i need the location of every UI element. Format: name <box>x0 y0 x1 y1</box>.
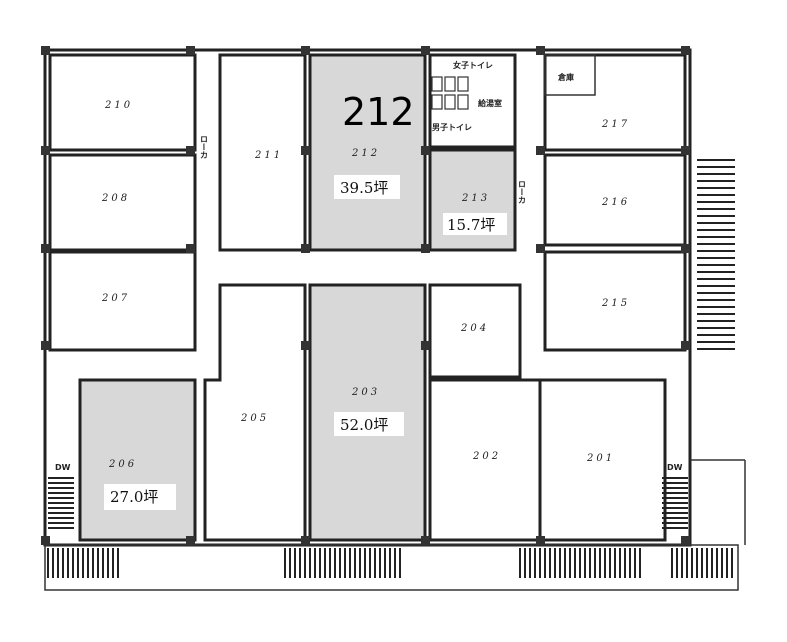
column <box>681 341 690 350</box>
room-204[interactable]: 204 <box>428 283 522 379</box>
column <box>186 536 195 545</box>
column <box>536 244 545 253</box>
dw-label-left: DW <box>55 463 71 472</box>
column <box>536 146 545 155</box>
room-number: 215 <box>601 298 630 309</box>
column <box>186 244 195 253</box>
room-number: 212 <box>351 148 380 159</box>
room-number: 201 <box>586 453 615 464</box>
corridor-label-right: ローカ <box>518 180 527 204</box>
room-215[interactable]: 215 <box>543 250 687 352</box>
room-206[interactable]: 206 27.0坪 <box>78 378 197 542</box>
room-number: 213 <box>461 193 490 204</box>
column <box>186 46 195 55</box>
room-number: 208 <box>101 193 130 204</box>
room-area: 52.0坪 <box>340 416 388 434</box>
room-210[interactable]: 210 <box>48 53 197 152</box>
womens-toilet-label: 女子トイレ <box>453 60 493 70</box>
room-number: 203 <box>351 387 380 398</box>
column <box>681 244 690 253</box>
room-201[interactable]: 201 <box>538 378 667 542</box>
room-217[interactable]: 倉庫 217 <box>543 53 687 152</box>
room-number: 206 <box>108 459 137 470</box>
column <box>301 536 310 545</box>
balcony-outline <box>44 544 739 591</box>
column <box>301 46 310 55</box>
column <box>41 341 50 350</box>
room-number: 216 <box>601 197 630 208</box>
storage-room <box>544 54 596 96</box>
column <box>41 536 50 545</box>
room-number: 205 <box>240 413 269 424</box>
stairs-icon <box>47 159 735 578</box>
storage-label: 倉庫 <box>557 72 574 82</box>
room-number: 204 <box>460 323 489 334</box>
column <box>421 341 430 350</box>
column <box>301 146 310 155</box>
column <box>301 341 310 350</box>
column <box>421 536 430 545</box>
kitchenette-label: 給湯室 <box>478 98 502 108</box>
room-area: 15.7坪 <box>447 216 495 234</box>
column <box>421 146 430 155</box>
room-area: 39.5坪 <box>340 179 388 197</box>
room-212[interactable]: 212 212 39.5坪 <box>308 53 427 252</box>
column <box>681 536 690 545</box>
room-number: 207 <box>101 293 130 304</box>
column <box>41 244 50 253</box>
columns <box>41 46 690 545</box>
room-number: 202 <box>472 451 501 462</box>
room-216[interactable]: 216 <box>543 153 687 247</box>
column <box>421 244 430 253</box>
column <box>421 46 430 55</box>
room-202[interactable]: 202 <box>428 378 542 542</box>
highlight-room-label: 212 <box>342 90 415 134</box>
column <box>536 46 545 55</box>
room-203[interactable]: 203 52.0坪 <box>308 283 427 542</box>
room-area: 27.0坪 <box>110 488 158 506</box>
room-207[interactable]: 207 <box>48 250 197 352</box>
room-number: 217 <box>601 119 630 130</box>
column <box>186 146 195 155</box>
dw-label-right: DW <box>667 463 683 472</box>
corridor-label-left: ローカ <box>200 135 209 159</box>
room-205[interactable]: 205 <box>203 283 307 542</box>
column <box>41 146 50 155</box>
column <box>681 46 690 55</box>
toilet-stalls-icon <box>431 76 469 110</box>
room-number: 211 <box>254 150 283 161</box>
column <box>681 146 690 155</box>
toilets: 女子トイレ 給湯室 男子トイレ <box>428 53 517 149</box>
room-208[interactable]: 208 <box>48 153 197 252</box>
column <box>41 46 50 55</box>
room-number: 210 <box>104 100 133 111</box>
column <box>536 536 545 545</box>
room-211[interactable]: 211 <box>218 53 307 252</box>
mens-toilet-label: 男子トイレ <box>432 123 472 132</box>
room-213[interactable]: 213 15.7坪 <box>428 148 517 252</box>
column <box>301 244 310 253</box>
